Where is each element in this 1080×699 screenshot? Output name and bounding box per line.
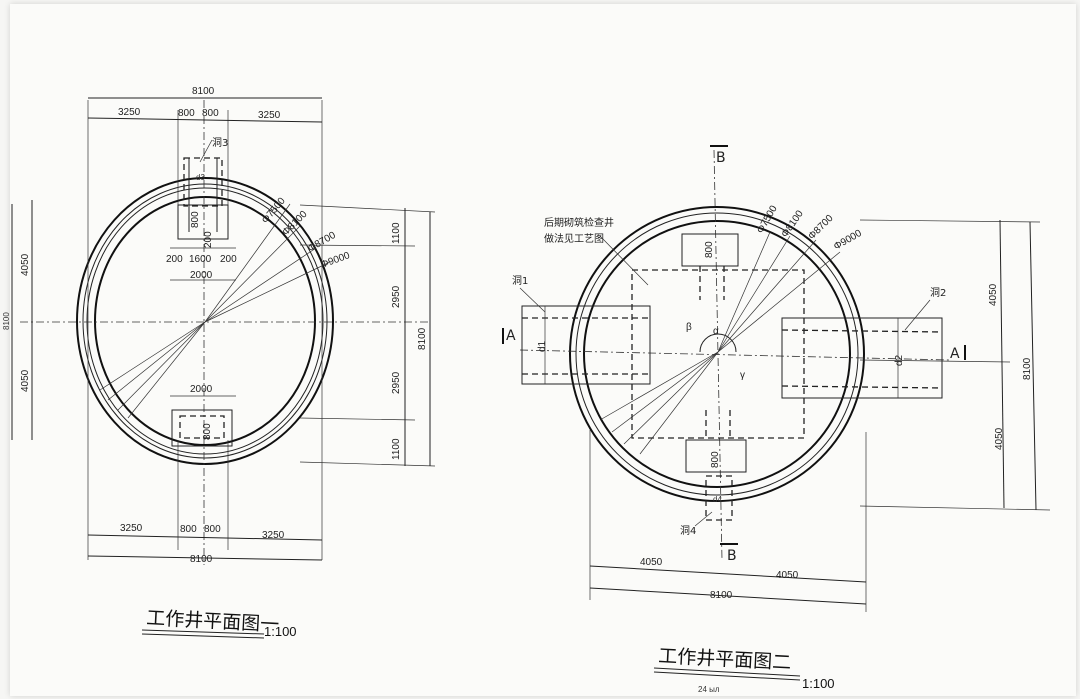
page-footer: 24 ыл bbox=[698, 685, 720, 694]
bottom-dim-2-1: 4050 bbox=[640, 557, 663, 568]
niche-top-800: 800 bbox=[190, 211, 201, 228]
bottom-niche-800: 800 bbox=[202, 423, 213, 440]
niche-width-2000: 2000 bbox=[190, 270, 213, 281]
bottom-niche bbox=[171, 409, 233, 447]
section-b-bottom: B bbox=[727, 548, 737, 564]
plan-two-scale: 1:100 bbox=[802, 676, 835, 691]
top-total-dim: 8100 bbox=[192, 86, 215, 97]
hole-3-diameter: d3 bbox=[196, 173, 205, 182]
plan-one-title: 工作井平面图一 bbox=[146, 607, 280, 636]
angle-gamma: γ bbox=[740, 370, 745, 381]
bottom-dim-1: 3250 bbox=[120, 523, 143, 534]
right-dim-2-1: 4050 bbox=[988, 283, 999, 306]
bottom-dim-2: 800 bbox=[180, 524, 197, 535]
angle-beta: β bbox=[686, 322, 692, 333]
center-arc bbox=[699, 333, 737, 353]
niche-dim-1600: 1600 bbox=[189, 254, 212, 265]
ring-label-9000: Φ9000 bbox=[319, 250, 352, 271]
hole-4-label: 洞4 bbox=[680, 525, 696, 537]
section-b-top: B bbox=[716, 150, 726, 166]
right-dim-2-2: 4050 bbox=[994, 427, 1005, 450]
ring-9000-2 bbox=[569, 206, 865, 502]
right-dim-2: 2950 bbox=[391, 285, 402, 308]
top-dim-3: 800 bbox=[202, 108, 219, 119]
ring-label-9000-2: Φ9000 bbox=[832, 228, 864, 253]
note-line-2: 做法见工艺图 bbox=[544, 232, 604, 245]
right-dim-3: 2950 bbox=[391, 371, 402, 394]
ring-8700-2 bbox=[575, 212, 859, 496]
hole-3-outline bbox=[183, 157, 223, 207]
angle-alpha: α bbox=[713, 326, 719, 337]
hole-2-label: 洞2 bbox=[930, 287, 946, 299]
top-dim-2: 800 bbox=[178, 108, 195, 119]
top-niche-2 bbox=[681, 233, 739, 267]
section-a-right: A bbox=[950, 346, 960, 362]
plan-two: d1 d2 800 800 d4 α β γ Φ7500 Φ810 bbox=[502, 145, 1051, 694]
left-dim-2: 4050 bbox=[20, 369, 31, 392]
note-line-1: 后期砌筑检查井 bbox=[544, 216, 614, 229]
ring-9000 bbox=[76, 177, 334, 465]
left-dim-1: 4050 bbox=[20, 253, 31, 276]
v-centerline-2 bbox=[713, 149, 723, 561]
right-total-2: 8100 bbox=[1022, 357, 1033, 380]
bottom-niche-width-2000: 2000 bbox=[190, 384, 213, 395]
niche-dim-200-left: 200 bbox=[166, 254, 183, 265]
ring-label-8700-2: Φ8700 bbox=[806, 213, 835, 242]
ring-7500-2 bbox=[583, 220, 851, 488]
top-niche bbox=[177, 204, 229, 240]
plan-one-scale: 1:100 bbox=[264, 624, 297, 639]
niche-gap-200: 200 bbox=[203, 231, 214, 248]
bottom-total-dim: 8100 bbox=[190, 554, 213, 565]
left-total-dim: 8100 bbox=[2, 312, 11, 330]
bottom-dim-3: 800 bbox=[204, 524, 221, 535]
pipe-left-diameter: d1 bbox=[537, 340, 548, 352]
bottom-total-2: 8100 bbox=[710, 590, 733, 601]
top-dim-4: 3250 bbox=[258, 110, 281, 121]
bottom-dim-4: 3250 bbox=[262, 530, 285, 541]
hole-1-label: 洞1 bbox=[512, 275, 528, 287]
hole-4-diameter: d4 bbox=[713, 495, 722, 504]
inner-dashed-square bbox=[631, 269, 805, 439]
hole-3-label: 洞3 bbox=[212, 137, 228, 149]
ring-7500 bbox=[94, 196, 316, 446]
top-dim-1: 3250 bbox=[118, 107, 141, 118]
ring-8100 bbox=[86, 187, 324, 455]
pipe-right bbox=[781, 317, 943, 399]
niche-dim-200-right: 200 bbox=[220, 254, 237, 265]
plan-one: Φ7500 Φ8100 Φ8700 Φ9000 8100 3250 800 80… bbox=[2, 86, 436, 639]
section-a-left: A bbox=[506, 328, 516, 344]
pipe-left bbox=[521, 305, 651, 385]
top-niche-800-2: 800 bbox=[704, 241, 715, 258]
bottom-niche-800-2: 800 bbox=[710, 451, 721, 468]
right-dim-1: 1100 bbox=[391, 222, 402, 244]
bottom-niche-2 bbox=[685, 439, 747, 473]
bottom-dim-2-2: 4050 bbox=[776, 570, 799, 581]
h-centerline-2 bbox=[519, 349, 951, 361]
hole-4-outline bbox=[705, 475, 733, 521]
right-dim-4: 1100 bbox=[391, 438, 402, 460]
right-total-dim: 8100 bbox=[417, 327, 428, 350]
ring-8700 bbox=[82, 183, 328, 459]
